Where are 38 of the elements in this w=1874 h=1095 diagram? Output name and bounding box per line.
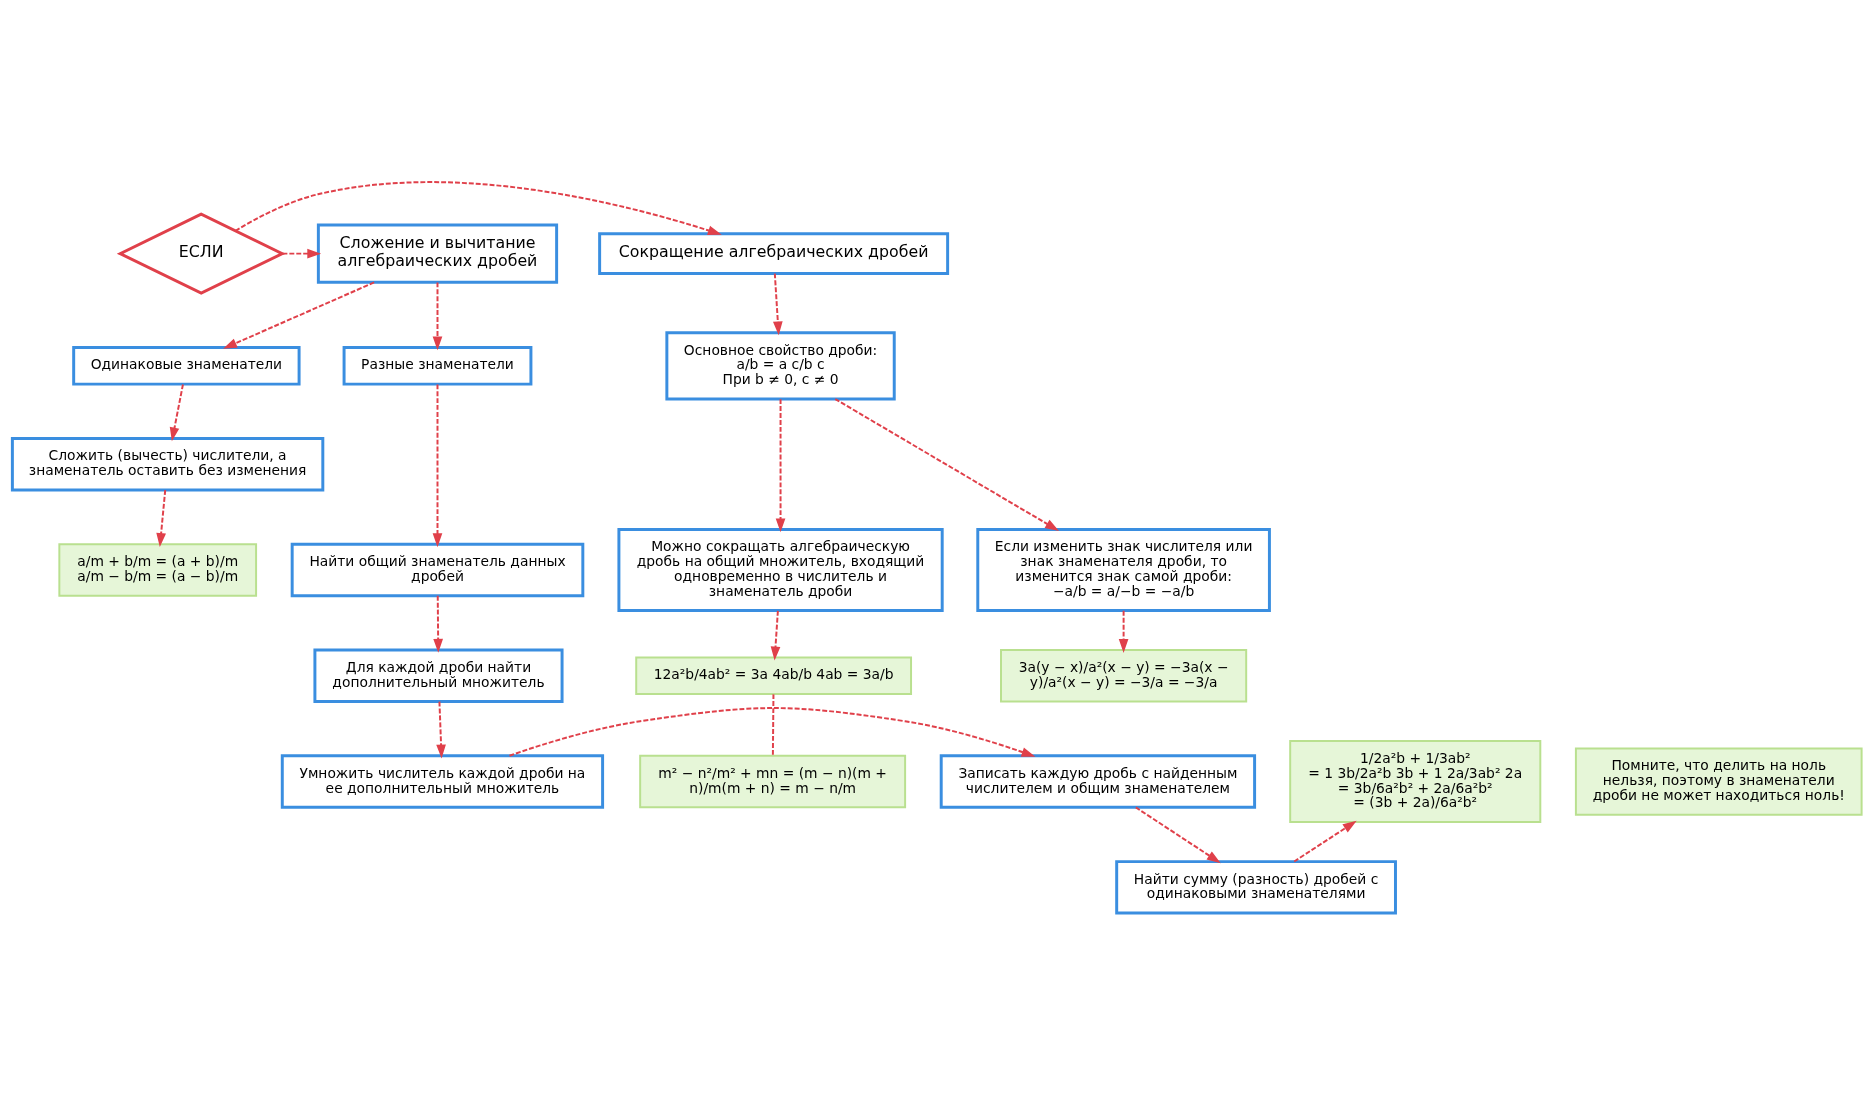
node-box: Сокращение алгебраических дробей xyxy=(598,232,950,275)
node-box: Сложение и вычитание алгебраических дробей xyxy=(316,223,559,284)
node-box: Разные знаменатели xyxy=(342,346,533,386)
arrow xyxy=(156,489,167,547)
node-box: Умножить числитель каждой дроби на ее дополнительный множитель xyxy=(280,754,605,809)
arrow xyxy=(432,281,443,351)
node-box: a/m + b/m = (a + b)/m a/m − b/m = (a − b)/m xyxy=(58,543,258,597)
arrow xyxy=(508,707,1036,757)
node-box: Для каждой дроби найти дополнительный множитель xyxy=(313,648,564,703)
arrow xyxy=(223,281,376,349)
arrow xyxy=(234,181,722,236)
arrow xyxy=(432,383,443,548)
arrow xyxy=(1118,609,1129,653)
arrow xyxy=(1293,820,1357,863)
node-box: Одинаковые знаменатели xyxy=(72,346,301,386)
arrow xyxy=(1134,806,1221,864)
node-box: 12a²b/4ab² = 3a 4ab/b 4ab = 3a/b xyxy=(635,656,913,696)
arrow xyxy=(436,700,446,759)
arrow xyxy=(834,398,1059,531)
node-box: Записать каждую дробь с найденным числителем и общим знаменателем xyxy=(939,754,1257,809)
node-box: Помните, что делить на ноль нельзя, поэтому в знаменатели дроби не может находиться ноль! xyxy=(1574,747,1863,816)
node-box: Можно сокращать алгебраическую дробь на общий множитель, входящий одновременно в числитель и знаменатель дроби xyxy=(617,527,944,612)
node-box: Найти общий знаменатель данных дробей xyxy=(290,542,585,598)
node-box: Найти сумму (разность) дробей с одинаковыми знаменателями xyxy=(1115,860,1397,915)
node-box: Сложить (вычесть) числители, а знаменатель оставить без изменения xyxy=(10,437,325,492)
arrow xyxy=(169,383,184,442)
connector xyxy=(771,693,775,757)
arrow xyxy=(770,609,781,661)
node-box: Если изменить знак числителя или знак знаменателя дроби, то изменится знак самой дроби: −a/b = a/−b = −a/b xyxy=(976,527,1271,612)
arrow xyxy=(281,248,322,259)
node-box: 3a(y − x)/a²(x − y) = −3a(x − y)/a²(x − y) = −3/a = −3/a xyxy=(1000,649,1248,703)
node-diamond: ЕСЛИ xyxy=(116,212,286,295)
arrow xyxy=(433,594,443,653)
arrow xyxy=(775,398,786,533)
node-box: m² − n²/m² + mn = (m − n)(m + n)/m(m + n) = m − n/m xyxy=(639,754,907,809)
arrow xyxy=(773,272,783,336)
node-box: Основное свойство дроби: a/b = a c/b c При b ≠ 0, c ≠ 0 xyxy=(665,331,896,401)
node-box: 1/2a²b + 1/3ab² = 1 3b/2a²b 3b + 1 2a/3ab² 2a = 3b/6a²b² + 2a/6a²b² = (3b + 2a)/6a²b² xyxy=(1289,740,1542,824)
